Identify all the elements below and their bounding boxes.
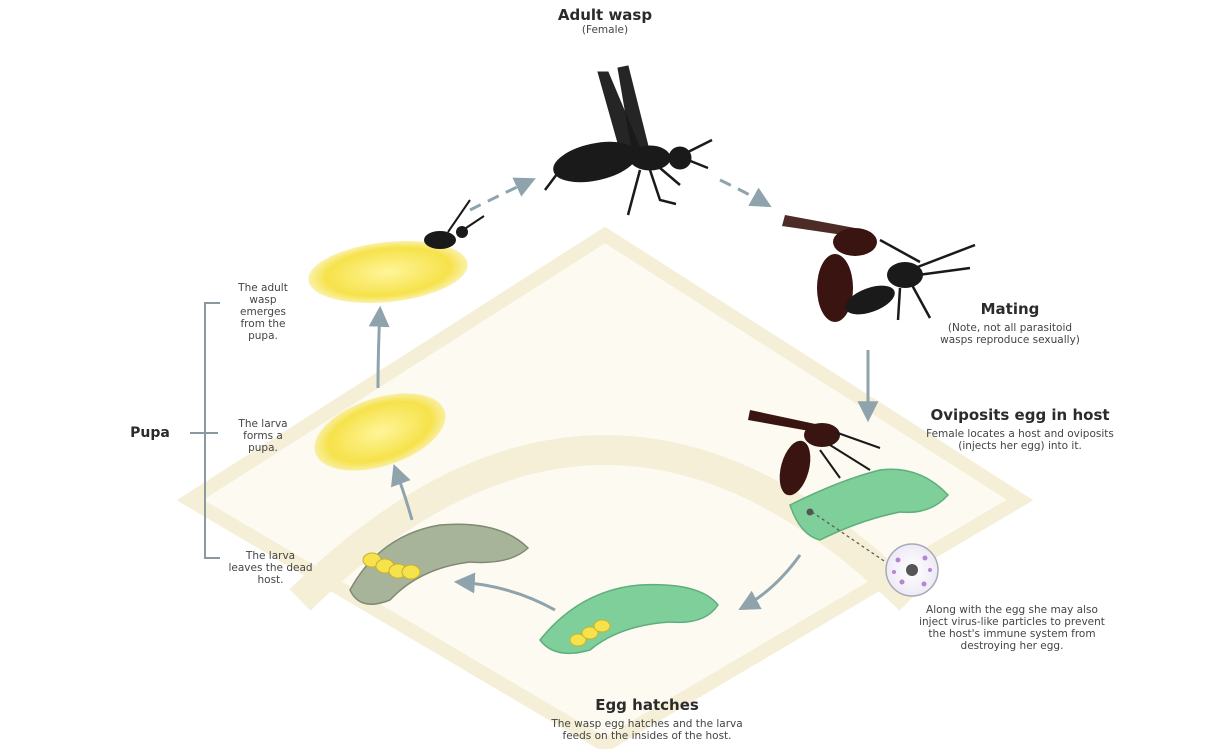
- adult-wasp: [545, 66, 712, 215]
- emerging-wasp-scene: [305, 200, 484, 310]
- pupa-stage-forms: The larva forms a pupa.: [228, 418, 298, 454]
- virus-note-label: Along with the egg she may also inject v…: [912, 604, 1112, 652]
- virus-particle-cell: [886, 544, 938, 596]
- arrow-emerge-to-adult: [470, 180, 532, 210]
- virus-note-text: Along with the egg she may also inject v…: [912, 604, 1112, 652]
- oviposit-label: Oviposits egg in host Female locates a h…: [915, 406, 1125, 452]
- mating-label: Mating (Note, not all parasitoid wasps r…: [930, 300, 1090, 346]
- hatch-label: Egg hatches The wasp egg hatches and the…: [542, 696, 752, 742]
- mating-note: (Note, not all parasitoid wasps reproduc…: [930, 322, 1090, 346]
- adult-wasp-title: Adult wasp: [530, 6, 680, 24]
- oviposit-desc: Female locates a host and oviposits (inj…: [915, 428, 1125, 452]
- adult-wasp-label: Adult wasp (Female): [530, 6, 680, 36]
- pupa-stage-leaves: The larva leaves the dead host.: [228, 550, 313, 586]
- oviposit-title: Oviposits egg in host: [915, 406, 1125, 424]
- mating-title: Mating: [930, 300, 1090, 318]
- hatch-title: Egg hatches: [542, 696, 752, 714]
- pupa-title: Pupa: [120, 425, 180, 441]
- pupa-stage-emerge: The adult wasp emerges from the pupa.: [228, 282, 298, 342]
- hatch-desc: The wasp egg hatches and the larva feeds…: [542, 718, 752, 742]
- adult-wasp-subtitle: (Female): [530, 24, 680, 36]
- arrow-adult-to-mating: [720, 180, 768, 205]
